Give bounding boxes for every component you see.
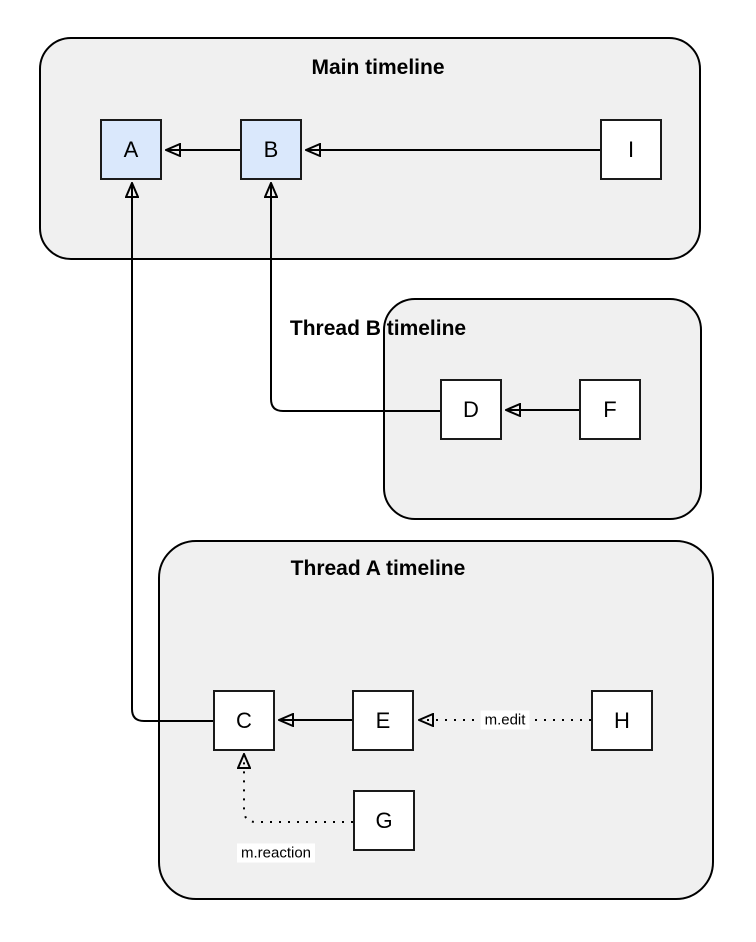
event-node-a: A (100, 119, 162, 180)
edge-g-to-c-m-reaction (244, 754, 353, 823)
event-node-g: G (353, 790, 415, 851)
event-node-f: F (579, 379, 641, 440)
event-node-h: H (591, 690, 653, 751)
event-node-c: C (213, 690, 275, 751)
event-node-d: D (440, 379, 502, 440)
thread-b-timeline-title: Thread B timeline (289, 317, 467, 340)
edge-d-to-b (271, 183, 440, 412)
event-node-e: E (352, 690, 414, 751)
event-node-i: I (600, 119, 662, 180)
edge-label-m-reaction: m.reaction (236, 843, 316, 863)
thread-a-timeline-title: Thread A timeline (290, 557, 466, 580)
edge-label-m-edit: m.edit (480, 710, 530, 730)
main-timeline-title: Main timeline (311, 56, 445, 79)
thread-b-timeline-container (383, 298, 702, 520)
event-node-b: B (240, 119, 302, 180)
edge-c-to-a (132, 183, 213, 722)
